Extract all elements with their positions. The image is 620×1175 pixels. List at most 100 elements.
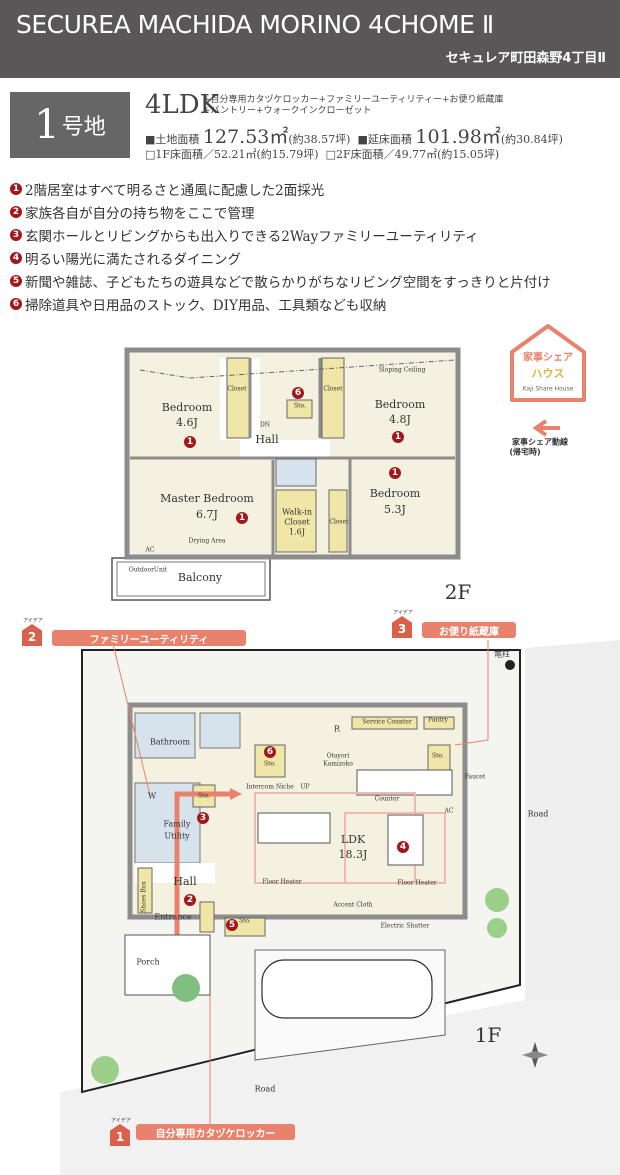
floor-label: 1F (474, 1023, 502, 1047)
legend-sub: (帰宅時) (509, 447, 541, 457)
layout-extras: +自分専用カタヅケロッカー+ファミリーユーティリティー+お便り紙蔵庫 +パントリ… (203, 95, 603, 117)
header-bar: SECUREA MACHIDA MORINO 4CHOME Ⅱ セキュレア町田森… (0, 0, 620, 78)
feature-marker: 4 (397, 841, 409, 853)
lot-suffix: 号地 (61, 115, 106, 140)
arrow-left-icon (532, 419, 560, 437)
land-tsubo: (約38.57坪) (288, 133, 351, 146)
room-label: Bedroom (374, 397, 426, 411)
feature-text: 明るい陽光に満たされるダイニング (25, 252, 241, 268)
area-floors: □1F床面積／52.21㎡(約15.79坪) □2F床面積／49.77㎡(約15… (145, 146, 499, 162)
tree-icon (487, 918, 507, 938)
room-label: Sto. (198, 792, 210, 800)
room-label: R (333, 724, 341, 734)
floor-tsubo: (約30.84坪) (500, 133, 563, 146)
idea-badge: 1 (110, 1124, 130, 1146)
room-label: Closet (227, 385, 247, 393)
feature-text: 玄関ホールとリビングからも出入りできる2Wayファミリーユーティリティ (25, 229, 479, 245)
lot-number: 1 (34, 102, 60, 148)
room-size: 1.6J (289, 527, 305, 537)
room-label: Bedroom (369, 486, 421, 500)
feature-marker: 1 (389, 467, 401, 479)
room-label: Pantry (428, 716, 448, 724)
logo-line3: Kaji Share House (522, 385, 574, 393)
feature-marker: 6 (292, 387, 304, 399)
feature-number: 3 (10, 229, 22, 241)
room-label: Sto. (294, 402, 306, 410)
room-label: Closet (323, 385, 343, 393)
room-label: Master Bedroom (160, 491, 254, 505)
idea-badge: 3 (392, 616, 412, 638)
callout-label: お便り紙蔵庫 (422, 622, 516, 638)
room-label: AC (145, 546, 155, 554)
feature-number: 1 (10, 183, 22, 195)
page-title: SECUREA MACHIDA MORINO 4CHOME Ⅱ (16, 10, 494, 39)
utility-pole-label: 電柱 (494, 649, 510, 659)
room-label: Utility (164, 831, 190, 841)
room-label: Balcony (177, 570, 223, 584)
idea-tag: アイデア (393, 610, 413, 616)
logo-line2: ハウス (531, 366, 565, 380)
feature-number: 5 (10, 275, 22, 287)
room-label: Accent Cloth (333, 901, 373, 909)
room-label: Closet (284, 517, 310, 527)
room-label: Counter (374, 795, 400, 803)
room-label: Floor Heater (262, 878, 302, 886)
room-label: Otayori (326, 752, 350, 760)
room-label: AC (444, 807, 454, 815)
room-label: Sto. (264, 760, 276, 768)
idea-tag: アイデア (111, 1118, 131, 1124)
feature-text: 家族各自が自分の持ち物をここで管理 (25, 206, 255, 222)
room-label: UP (300, 783, 310, 791)
feature-number: 2 (10, 206, 22, 218)
layout-type: 4LDK (145, 90, 220, 120)
room-label: Shoes Box (140, 881, 148, 913)
callout-label: 自分専用カタヅケロッカー (136, 1124, 295, 1140)
feature-marker: 3 (197, 812, 209, 824)
room-label: Kamizoko (323, 760, 353, 768)
room-label: W (147, 791, 157, 801)
room-label: Intercom Niche (246, 783, 294, 791)
land-value: 127.53㎡ (202, 126, 289, 148)
room-label: Porch (136, 957, 160, 967)
room-label: Service Counter (362, 718, 412, 726)
room-label: Sloping Ceiling (378, 366, 426, 374)
land-label: ■土地面積 (145, 133, 200, 146)
room-label: Closet (329, 518, 349, 526)
room-label: Electric Shutter (380, 922, 430, 930)
room-label: Sto. (239, 917, 251, 925)
room-label: Hall (255, 432, 279, 446)
room-label: Floor Heater (397, 879, 437, 887)
feature-number: 4 (10, 252, 22, 264)
room-label: Bedroom (161, 400, 213, 414)
floor-label: 2F (444, 580, 472, 604)
floor2-plan (111, 347, 461, 601)
page-subtitle: セキュレア町田森野4丁目Ⅱ (445, 51, 606, 66)
room-size: 5.3J (384, 502, 406, 516)
room-label: Faucet (464, 773, 486, 781)
room-size: 4.8J (389, 412, 411, 426)
road-label: Road (527, 809, 549, 819)
feature-marker: 1 (392, 431, 404, 443)
room-label: Drying Area (188, 537, 226, 545)
room-label: OutdoorUnit (128, 566, 168, 574)
feature-number: 6 (10, 298, 22, 310)
feature-text: 新聞や雑誌、子どもたちの遊具などで散らかりがちなリビング空間をすっきりと片付け (25, 275, 551, 291)
road-label: Road (254, 1084, 276, 1094)
room-size: 4.6J (176, 415, 198, 429)
car-icon (261, 959, 433, 1019)
feature-text: 掃除道具や日用品のストック、DIY用品、工具類なども収納 (25, 298, 387, 314)
kaji-share-logo (510, 324, 586, 437)
room-label: Family (163, 819, 191, 829)
utility-pole-icon (505, 660, 515, 670)
legend-label: 家事シェア動線 (512, 437, 568, 447)
room-size: 6.7J (196, 507, 218, 521)
tree-icon (91, 1056, 119, 1084)
floor-label: ■延床面積 (357, 133, 412, 146)
